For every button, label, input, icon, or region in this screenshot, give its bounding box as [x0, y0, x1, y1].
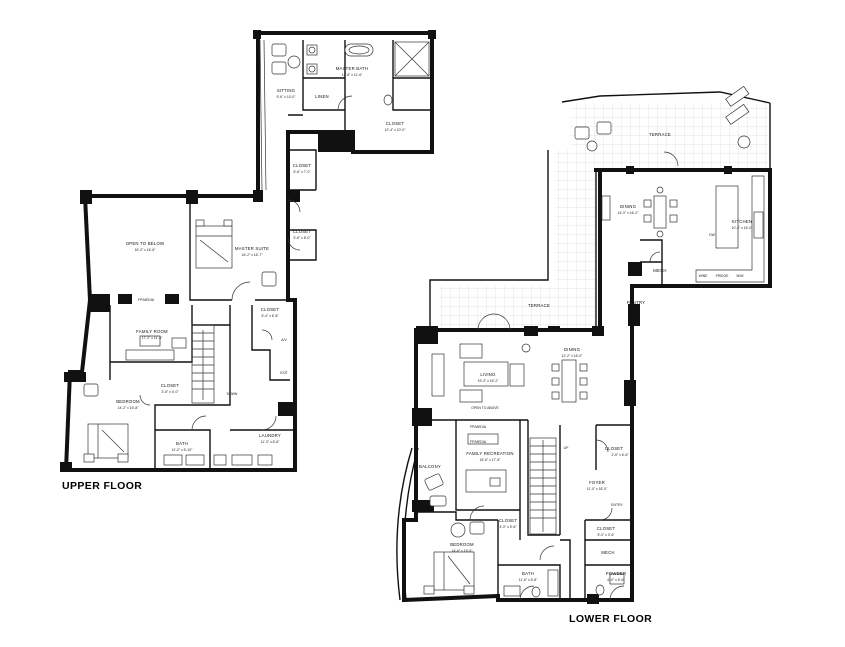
room-label: FOYER	[589, 480, 605, 485]
bed-icon	[423, 551, 475, 595]
fridge-tag: FRIDGE	[716, 274, 730, 278]
room-dims: 12'-2" x 16'-0"	[562, 354, 584, 358]
room-label: FAMILY RECREATION	[466, 451, 513, 456]
room-label: TERRACE	[649, 132, 671, 137]
room-label: CLOSET	[161, 383, 180, 388]
open-to-above-tag: OPEN TO ABOVE	[471, 406, 499, 410]
toilet-icon	[383, 94, 393, 106]
room-dims: 9'-6" x 10'-0"	[277, 95, 297, 99]
sofa-icon	[125, 349, 175, 361]
room-dims: 5'-6" x 7'-0"	[293, 170, 311, 174]
entry-tag: ENTRY	[611, 503, 623, 507]
room-dims: 19'-2" x 15'-2"	[478, 379, 500, 383]
room-label: LINEN	[315, 94, 329, 99]
up-tag: UP	[564, 446, 569, 450]
lower-floor-title: LOWER FLOOR	[569, 613, 652, 625]
dw-tag: DW	[709, 233, 715, 237]
room-dims: 11'-3" x 6'-6"	[261, 440, 281, 444]
av-tag: A/V	[281, 338, 287, 342]
fp-media-tag: FP/MEDIA	[138, 298, 155, 302]
room-label: PANTRY	[627, 300, 645, 305]
room-label: FAMILY ROOM	[136, 329, 168, 334]
room-label: KITCHEN	[732, 219, 752, 224]
room-dims: 5'-6" x 8'-0"	[293, 236, 311, 240]
room-dims: 5'-0" x 3'-6"	[597, 533, 615, 537]
lower-stair	[529, 437, 557, 535]
room-label: CLOSET	[597, 526, 616, 531]
room-label: BEDROOM	[116, 399, 140, 404]
room-dims: 14'-6" x 15'-5"	[452, 549, 474, 553]
dining-table-icon	[643, 186, 678, 238]
bed-icon	[195, 219, 233, 269]
room-label: MECH	[601, 550, 614, 555]
room-label: POWDER	[606, 571, 627, 576]
room-dims: 16'-2" x 16'-7"	[242, 253, 264, 257]
room-dims: 2'-6" x 6'-6"	[611, 453, 629, 457]
room-dims: 6'-0" x 5'-6"	[607, 578, 625, 582]
room-label: TERRACE	[528, 303, 550, 308]
room-label: CLOSET	[386, 121, 405, 126]
fp-media-tag: FP/MEDIA	[470, 440, 487, 444]
room-label: CLOSET	[261, 307, 280, 312]
room-dims: 5'-4" x 6'-8"	[261, 314, 279, 318]
lower-floor-plan: TERRACE DINING 14'-0" x 16'-2" KITCHEN 1…	[396, 85, 772, 625]
mw-tag: M/W	[737, 274, 745, 278]
room-label: LAUNDRY	[259, 433, 281, 438]
room-label: CLOSET	[499, 518, 518, 523]
room-label: DINING	[620, 204, 637, 209]
room-dims: 13'-8" x 11'-6"	[342, 73, 363, 77]
bed-icon	[83, 423, 129, 463]
room-dims: 12'-4" x 10'-0"	[385, 128, 407, 132]
room-label: MASTER SUITE	[235, 246, 269, 251]
living-furniture	[431, 343, 531, 403]
room-label: LIVING	[480, 372, 496, 377]
upper-floor-title: UPPER FLOOR	[62, 480, 142, 492]
upper-exterior-wall	[63, 31, 434, 472]
exit-tag: EXIT	[280, 371, 288, 375]
room-dims: 11'-6" x 5'-8"	[519, 578, 539, 582]
room-dims: 11'-0" x 18'-0"	[587, 487, 608, 491]
room-dims: 11'-2" x 5'-10"	[172, 448, 193, 452]
kitchen-island-icon	[715, 185, 739, 249]
room-dims: 3'-6" x 4'-0"	[161, 390, 179, 394]
room-label: BALCONY	[419, 464, 441, 469]
room-label: BATH	[176, 441, 188, 446]
room-label: OPEN TO BELOW	[126, 241, 165, 246]
room-label: SITTING	[277, 88, 296, 93]
room-label: BATH	[522, 571, 534, 576]
terrace-tile-area	[440, 103, 770, 330]
room-label: CLOSET	[293, 163, 312, 168]
room-label: CLOSET	[605, 446, 624, 451]
upper-stair	[191, 324, 215, 404]
room-dims: 14'-0" x 16'-2"	[618, 211, 640, 215]
room-label: MECH	[653, 268, 666, 273]
dining-table-icon	[551, 359, 588, 403]
room-label: CLOSET	[293, 229, 312, 234]
wine-tag: WINE	[699, 274, 709, 278]
upper-floor-plan: MASTER BATH 13'-8" x 11'-6" SITTING 9'-6…	[60, 30, 436, 492]
room-label: BEDROOM	[450, 542, 474, 547]
room-dims: 16'-2" x 16'-6"	[135, 248, 157, 252]
room-dims: 14'-2" x 15'-8"	[118, 406, 140, 410]
room-dims: 4'-0" x 5'-6"	[499, 525, 517, 529]
room-label: DINING	[564, 347, 581, 352]
room-dims: 17'-2" x 11'-6"	[142, 336, 163, 340]
fp-media-tag: FP/MEDIA	[470, 425, 487, 429]
room-dims: 10'-4" x 16'-0"	[732, 226, 754, 230]
room-label: MASTER BATH	[336, 66, 368, 71]
down-tag: DOWN	[227, 392, 238, 396]
lounge-chair-icon	[725, 85, 750, 107]
room-dims: 16'-6" x 17'-8"	[480, 458, 502, 462]
